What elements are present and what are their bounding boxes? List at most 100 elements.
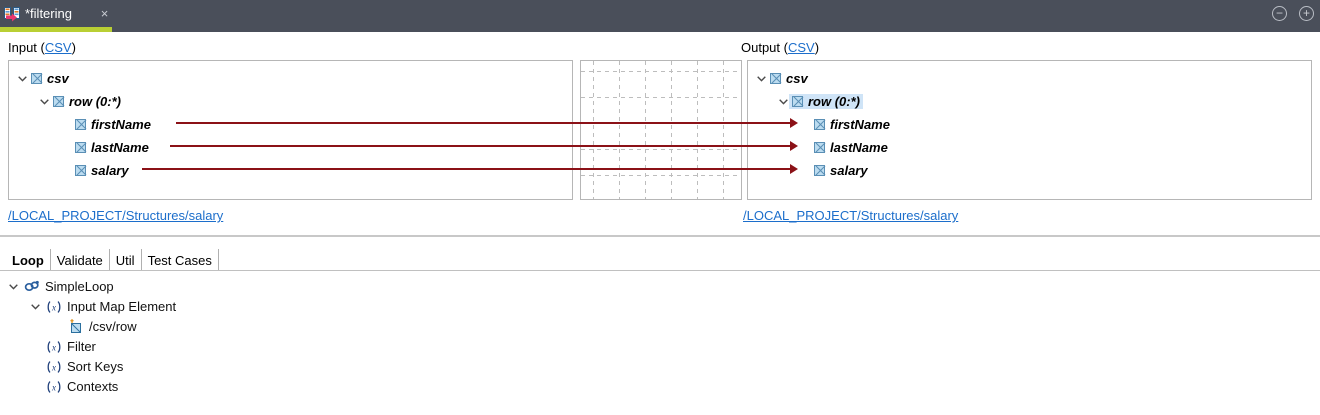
field-checkbox-icon[interactable] bbox=[75, 165, 86, 176]
tree-row[interactable]: firstName bbox=[800, 115, 890, 134]
loop-tree-row[interactable]: x Contexts bbox=[30, 377, 118, 396]
tree-node[interactable]: firstName bbox=[75, 117, 151, 132]
tab-label: Validate bbox=[56, 252, 103, 268]
tab-loop[interactable]: Loop bbox=[6, 249, 51, 270]
active-tab-accent bbox=[0, 27, 112, 32]
field-checkbox-icon[interactable] bbox=[75, 119, 86, 130]
input-csv-link[interactable]: CSV bbox=[44, 40, 72, 55]
field-checkbox-icon[interactable] bbox=[31, 73, 42, 84]
tree-row[interactable]: lastName bbox=[61, 138, 149, 157]
tree-node-label: row (0:*) bbox=[69, 94, 121, 109]
svg-text:x: x bbox=[51, 382, 56, 392]
tab-label: Util bbox=[115, 252, 135, 268]
map-element-icon bbox=[68, 318, 84, 335]
horizontal-divider bbox=[0, 235, 1320, 237]
connection-arrowhead-icon bbox=[790, 141, 798, 151]
output-panel-header: Output (CSV) bbox=[741, 40, 819, 55]
minimize-icon[interactable]: − bbox=[1272, 6, 1287, 21]
maximize-icon[interactable]: + bbox=[1299, 6, 1314, 21]
mapping-grid-panel[interactable] bbox=[580, 60, 742, 200]
connection-wire[interactable] bbox=[170, 145, 790, 147]
field-checkbox-icon[interactable] bbox=[770, 73, 781, 84]
mapping-document-icon bbox=[4, 6, 20, 22]
tree-row[interactable]: csv bbox=[17, 69, 69, 88]
loop-tree-row[interactable]: x Sort Keys bbox=[30, 357, 123, 376]
loop-tree-row[interactable]: /csv/row bbox=[52, 317, 137, 336]
input-header-close: ) bbox=[71, 40, 76, 55]
output-csv-link[interactable]: CSV bbox=[787, 40, 815, 55]
field-checkbox-icon[interactable] bbox=[814, 165, 825, 176]
tree-row[interactable]: firstName bbox=[61, 115, 151, 134]
svg-text:x: x bbox=[51, 362, 56, 372]
connection-wire[interactable] bbox=[176, 122, 790, 124]
svg-text:x: x bbox=[51, 342, 56, 352]
tab-filtering[interactable]: *filtering bbox=[0, 0, 112, 27]
output-header-close: ) bbox=[814, 40, 820, 55]
chevron-down-icon[interactable] bbox=[756, 73, 768, 85]
loop-tree-row[interactable]: x Filter bbox=[30, 337, 96, 356]
tree-node[interactable]: row (0:*) bbox=[789, 94, 863, 109]
tree-row[interactable]: lastName bbox=[800, 138, 888, 157]
field-checkbox-icon[interactable] bbox=[792, 96, 803, 107]
loop-tree-label: SimpleLoop bbox=[45, 279, 114, 294]
loop-tree-label: Filter bbox=[67, 339, 96, 354]
loop-tree-label: /csv/row bbox=[89, 319, 137, 334]
tab-validate[interactable]: Validate bbox=[50, 249, 110, 270]
input-panel-header: Input (CSV) bbox=[8, 40, 76, 55]
tree-node[interactable]: lastName bbox=[814, 140, 888, 155]
tree-node[interactable]: csv bbox=[31, 71, 69, 86]
tree-row[interactable]: salary bbox=[800, 161, 868, 180]
tree-node-label: csv bbox=[786, 71, 808, 86]
tree-node-label: salary bbox=[91, 163, 129, 178]
function-x-icon: x bbox=[46, 299, 62, 315]
function-x-icon: x bbox=[46, 359, 62, 375]
tab-strip-rule bbox=[0, 270, 1320, 271]
function-x-icon: x bbox=[46, 379, 62, 395]
loop-tree-label: Sort Keys bbox=[67, 359, 124, 374]
tab-util[interactable]: Util bbox=[109, 249, 142, 270]
tab-label: *filtering bbox=[25, 6, 72, 21]
chevron-down-icon[interactable] bbox=[778, 96, 790, 108]
field-checkbox-icon[interactable] bbox=[53, 96, 64, 107]
chevron-down-icon[interactable] bbox=[8, 281, 20, 293]
tree-node[interactable]: salary bbox=[75, 163, 129, 178]
tree-node[interactable]: firstName bbox=[814, 117, 890, 132]
tree-node-label: salary bbox=[830, 163, 868, 178]
chevron-down-icon[interactable] bbox=[30, 301, 42, 313]
loop-tree-label: Contexts bbox=[67, 379, 119, 394]
output-header-text: Output ( bbox=[741, 40, 788, 55]
connection-arrowhead-icon bbox=[790, 118, 798, 128]
tab-label: Loop bbox=[12, 252, 44, 268]
svg-text:x: x bbox=[51, 302, 56, 312]
tree-node[interactable]: lastName bbox=[75, 140, 149, 155]
tree-row[interactable]: salary bbox=[61, 161, 129, 180]
connection-wire[interactable] bbox=[142, 168, 790, 170]
output-tree-panel[interactable]: csv row (0:*) firstName lastName salary bbox=[747, 60, 1312, 200]
close-icon[interactable]: × bbox=[100, 6, 109, 21]
tree-node-label: lastName bbox=[830, 140, 888, 155]
tree-node[interactable]: salary bbox=[814, 163, 868, 178]
connection-arrowhead-icon bbox=[790, 164, 798, 174]
field-checkbox-icon[interactable] bbox=[814, 142, 825, 153]
output-structure-path[interactable]: /LOCAL_PROJECT/Structures/salary bbox=[743, 208, 959, 223]
tree-row[interactable]: csv bbox=[756, 69, 808, 88]
field-checkbox-icon[interactable] bbox=[75, 142, 86, 153]
tree-row[interactable]: row (0:*) bbox=[39, 92, 121, 111]
field-checkbox-icon[interactable] bbox=[814, 119, 825, 130]
chevron-down-icon[interactable] bbox=[39, 96, 51, 108]
tree-node[interactable]: row (0:*) bbox=[53, 94, 121, 109]
function-x-icon: x bbox=[46, 339, 62, 355]
tree-node-label: csv bbox=[47, 71, 69, 86]
loop-tree-row[interactable]: SimpleLoop bbox=[8, 277, 114, 296]
input-header-text: Input ( bbox=[8, 40, 45, 55]
input-structure-path[interactable]: /LOCAL_PROJECT/Structures/salary bbox=[8, 208, 224, 223]
chain-link-icon bbox=[24, 279, 40, 295]
tree-node[interactable]: csv bbox=[770, 71, 808, 86]
tab-test-cases[interactable]: Test Cases bbox=[141, 249, 219, 270]
tree-row[interactable]: row (0:*) bbox=[778, 92, 863, 111]
chevron-down-icon[interactable] bbox=[17, 73, 29, 85]
